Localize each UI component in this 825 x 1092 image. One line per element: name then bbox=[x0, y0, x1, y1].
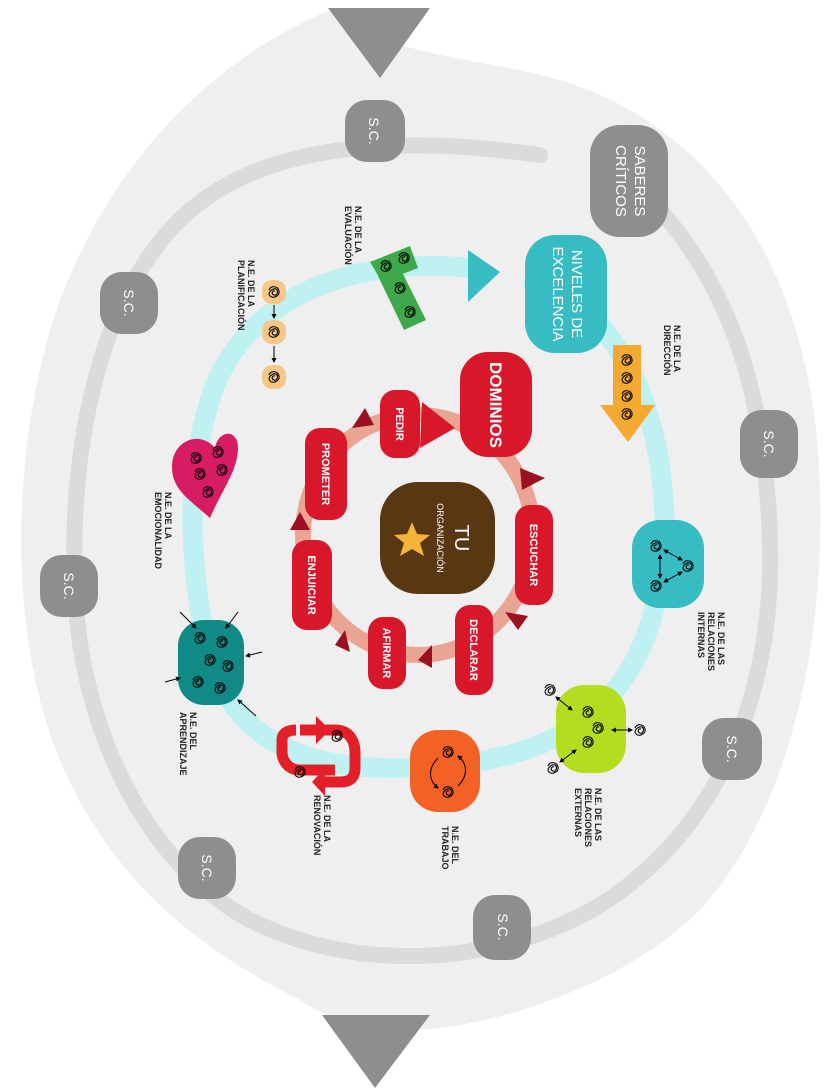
trabajo-icon bbox=[410, 730, 480, 812]
sc-label: S.C. bbox=[61, 572, 77, 599]
node-pedir bbox=[380, 390, 420, 458]
relaciones-internas-line3: INTERNAS bbox=[696, 612, 706, 658]
sc-label: S.C. bbox=[495, 913, 511, 940]
label-prometer: PROMETER bbox=[319, 443, 331, 505]
relaciones-externas-icon bbox=[544, 684, 646, 774]
label-escuchar: ESCUCHAR bbox=[527, 524, 539, 586]
sc-label: S.C. bbox=[366, 117, 382, 144]
sc-node: S.C. bbox=[473, 895, 531, 960]
levels-ring bbox=[182, 255, 675, 779]
niveles-excelencia-node bbox=[525, 235, 607, 353]
emocionalidad-line2: EMOCIONALIDAD bbox=[153, 492, 163, 569]
aprendizaje-line2: APRENDIZAJE bbox=[178, 712, 188, 776]
label-declarar: DECLARAR bbox=[467, 619, 479, 681]
relaciones-internas-line1: N.E. DE LAS bbox=[716, 612, 726, 665]
bottom-triangle bbox=[322, 1015, 430, 1088]
evaluacion-line1: N.E. DE LA bbox=[353, 206, 363, 254]
aprendizaje-icon bbox=[164, 611, 263, 717]
center-subtitle: ORGANIZACIÓN bbox=[435, 503, 445, 573]
levels-ring-arrow bbox=[468, 250, 500, 302]
outer-ring bbox=[66, 137, 779, 965]
relaciones-externas-line1: N.E. DE LAS bbox=[593, 788, 603, 841]
niveles-line2: EXCELENCIA bbox=[549, 246, 566, 341]
sc-node: S.C. bbox=[178, 837, 236, 899]
star-icon bbox=[394, 522, 430, 556]
renovacion-line2: RENOVACIÓN bbox=[312, 795, 323, 855]
sc-node: S.C. bbox=[740, 410, 798, 478]
evaluacion-line2: EVALUACIÓN bbox=[343, 206, 354, 265]
node-escuchar bbox=[515, 505, 553, 605]
relaciones-internas-icon bbox=[632, 520, 704, 608]
node-afirmar bbox=[368, 617, 406, 689]
center-node bbox=[380, 482, 495, 594]
sc-label: S.C. bbox=[121, 289, 137, 316]
direccion-line1: N.E. DE LA bbox=[672, 325, 682, 373]
sc-node: S.C. bbox=[100, 272, 158, 334]
sc-label: S.C. bbox=[199, 854, 215, 881]
node-enjuiciar bbox=[292, 540, 332, 630]
label-pedir: PEDIR bbox=[393, 407, 405, 441]
ring-arrowhead bbox=[520, 468, 545, 490]
ring-arrowhead bbox=[335, 630, 350, 652]
planificacion-line2: PLANIFICACIÓN bbox=[236, 260, 247, 331]
sc-node: S.C. bbox=[40, 555, 98, 617]
sc-label: S.C. bbox=[724, 735, 740, 762]
saberes-line1: SABERES bbox=[631, 146, 648, 217]
center-title: TU bbox=[450, 525, 472, 552]
direccion-arrow-icon bbox=[600, 345, 655, 442]
node-declarar bbox=[455, 605, 493, 695]
relaciones-externas-line2: RELACIONES bbox=[583, 788, 593, 847]
trabajo-line1: N.E. DEL bbox=[450, 826, 460, 865]
trabajo-line2: TRABAJO bbox=[440, 826, 450, 870]
saberes-criticos-node bbox=[590, 125, 668, 237]
top-triangle bbox=[328, 8, 430, 78]
ring-arrowhead bbox=[352, 408, 374, 428]
node-dominios bbox=[460, 352, 532, 457]
node-prometer bbox=[305, 428, 347, 520]
renovacion-icon bbox=[276, 716, 361, 796]
check-icon bbox=[370, 246, 426, 330]
niveles-line1: NIVELES DE bbox=[568, 250, 585, 338]
ring-arrowhead bbox=[418, 645, 432, 668]
direccion-line2: DIRECCIÓN bbox=[662, 325, 673, 376]
emocionalidad-line1: N.E. DE LA bbox=[163, 492, 173, 540]
relaciones-internas-line2: RELACIONES bbox=[706, 612, 716, 671]
label-dominios: DOMINIOS bbox=[486, 362, 505, 448]
planificacion-icon bbox=[262, 280, 286, 389]
renovacion-line1: N.E. DE LA bbox=[322, 795, 332, 843]
sc-node: S.C. bbox=[702, 718, 762, 780]
relaciones-externas-line3: EXTERNAS bbox=[573, 788, 583, 837]
aprendizaje-line1: N.E. DEL bbox=[188, 712, 198, 751]
saberes-line2: CRÍTICOS bbox=[612, 145, 629, 217]
planificacion-line1: N.E. DE LA bbox=[246, 260, 256, 308]
label-afirmar: AFIRMAR bbox=[380, 628, 392, 679]
label-enjuiciar: ENJUICIAR bbox=[305, 555, 317, 614]
pedir-arrow bbox=[420, 402, 455, 448]
ring-arrowhead bbox=[290, 512, 310, 530]
sc-label: S.C. bbox=[761, 430, 777, 457]
heart-icon bbox=[172, 433, 238, 518]
sc-node: S.C. bbox=[345, 100, 405, 162]
ring-arrowhead bbox=[505, 612, 528, 630]
